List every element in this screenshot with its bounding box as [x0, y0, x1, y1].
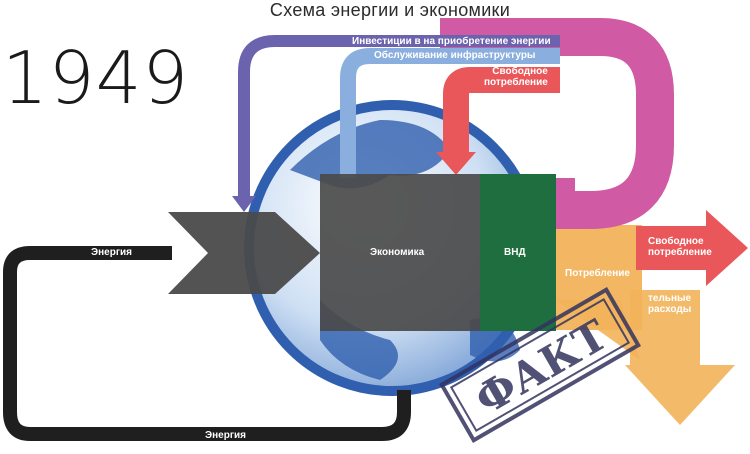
economy-block	[320, 174, 482, 331]
investments-loop-arrow	[440, 18, 674, 229]
energy-input-chevron	[168, 212, 320, 294]
energy-loop-path	[2, 246, 411, 441]
free-consumption-right-label: Свободное потребление	[648, 236, 712, 258]
free-consumption-top-arrow	[436, 67, 560, 175]
investments-label: Инвестиции	[610, 108, 621, 168]
gdp-label: ВНД	[504, 247, 526, 258]
invest-energy-arrow	[232, 35, 560, 212]
gdp-block	[480, 174, 556, 331]
infrastructure-label: Обслуживание инфраструктуры	[374, 50, 536, 61]
mandatory-expenses-label: Обяза- тельные расходы	[648, 282, 692, 315]
free-consumption-top-label: Свободное потребление	[484, 66, 548, 88]
consumption-label: Потребление	[565, 268, 630, 279]
diagram-title: Схема энергии и экономики	[269, 0, 511, 20]
energy-input-label: Энергия	[91, 247, 132, 258]
free-consumption-right-arrow	[636, 210, 748, 286]
economy-label: Экономика	[370, 247, 425, 258]
energy-loop-label: Энергия	[205, 430, 246, 441]
invest-energy-label: Инвестиции в на приобретение энергии	[352, 36, 551, 47]
infrastructure-arrow	[340, 48, 560, 178]
year-label: 1949	[2, 36, 190, 120]
